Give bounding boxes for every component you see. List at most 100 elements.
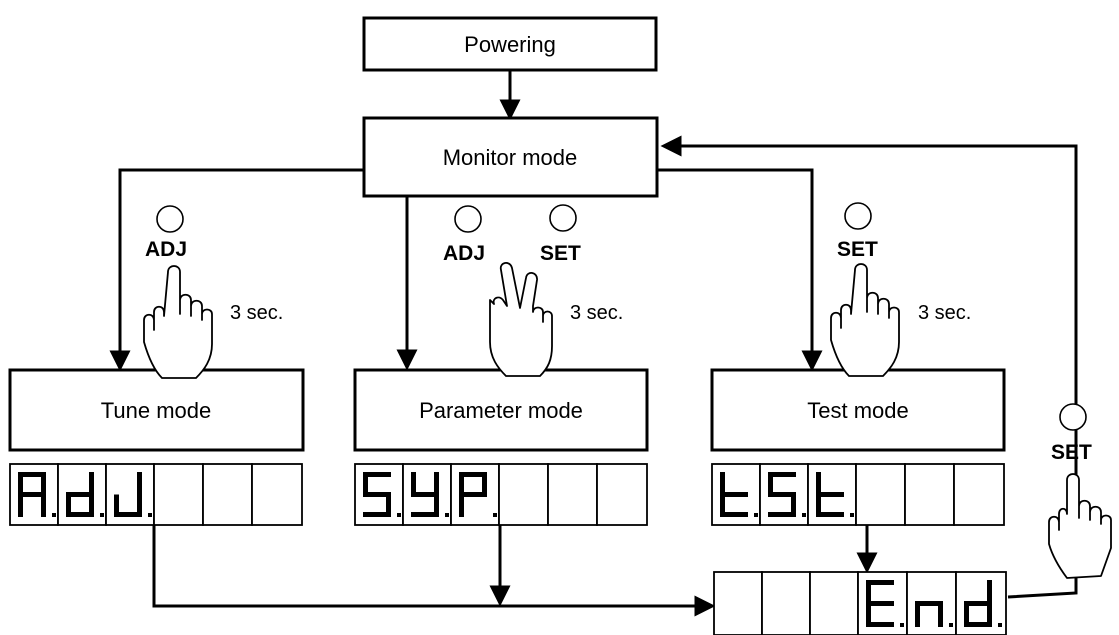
decimal-point [900,623,904,627]
test-hold-label: 3 sec. [918,302,971,324]
end-set-label: SET [1051,441,1092,464]
segment-e [114,494,119,517]
segment-digit [768,472,806,517]
segment-b [434,472,439,495]
segment-b [137,472,142,495]
segment-c [987,603,992,627]
segment-c [791,494,796,517]
decimal-point [397,513,401,517]
segment-f [363,472,368,495]
segment-g [720,492,748,497]
segment-g [816,492,844,497]
segment-e [720,494,725,517]
segment-g [768,492,796,497]
tune-press-hand-icon [143,265,213,379]
segment-d [363,512,391,517]
node-parameter-label: Parameter mode [419,398,583,423]
parameter-press-hand-icon [489,262,553,377]
edge-tune-end [152,525,716,617]
node-monitor-label: Monitor mode [443,145,578,170]
segment-e [866,603,871,627]
decimal-point [802,513,806,517]
segment-digit [411,472,449,517]
segment-f [866,580,871,604]
segment-a [866,580,894,585]
segment-digit [18,472,56,517]
segment-digit [66,472,104,517]
segment-g [964,601,992,606]
segment-f [816,472,821,495]
segment-d [720,512,748,517]
tune-adj-label: ADJ [145,238,187,261]
display-test [711,463,1005,526]
decimal-point [148,513,152,517]
node-test: Test mode [710,368,1006,452]
node-tune: Tune mode [8,368,305,452]
decimal-point [445,513,449,517]
segment-a [768,472,796,477]
segment-digit [720,472,758,517]
segment-e [459,494,464,517]
segment-g [18,492,46,497]
segment-e [915,603,920,627]
parameter-adj-button: ADJ [443,205,485,265]
node-tune-label: Tune mode [101,398,211,423]
segment-c [41,494,46,517]
segment-a [363,472,391,477]
segment-d [816,512,844,517]
segment-f [411,472,416,495]
decimal-point [100,513,104,517]
segment-a [459,472,487,477]
node-powering: Powering [362,16,658,72]
segment-f [459,472,464,495]
segment-b [89,472,94,495]
segment-digit [114,472,152,517]
test-set-label: SET [837,238,878,261]
decimal-point [52,513,56,517]
button-circle-icon [454,205,482,233]
parameter-set-button: SET [540,204,581,265]
segment-b [41,472,46,495]
tune-adj-button: ADJ [145,205,187,261]
segment-d [964,622,992,627]
segment-e [18,494,23,517]
edge-monitor-test [657,168,823,372]
segment-e [66,494,71,517]
decimal-point [754,513,758,517]
segment-digit [816,472,854,517]
segment-g [66,492,94,497]
segment-d [866,622,894,627]
segment-c [434,494,439,517]
node-monitor: Monitor mode [362,116,659,198]
segment-digit [363,472,401,517]
edge-monitor-tune [109,168,364,372]
segment-d [66,512,94,517]
segment-b [987,580,992,604]
segment-f [18,472,23,495]
parameter-adj-label: ADJ [443,242,485,265]
segment-e [964,603,969,627]
node-parameter: Parameter mode [353,368,649,452]
segment-digit [964,580,1002,627]
segment-c [137,494,142,517]
segment-digit [459,472,497,517]
parameter-set-label: SET [540,242,581,265]
segment-g [363,492,391,497]
segment-b [482,472,487,495]
display-tune [9,463,303,526]
button-circle-icon [844,202,872,230]
segment-g [459,492,487,497]
button-circle-icon [549,204,577,232]
node-test-label: Test mode [807,398,909,423]
segment-digit [915,601,953,627]
segment-c [89,494,94,517]
segment-d [411,512,439,517]
display-end [713,571,1007,635]
test-set-button: SET [837,202,878,261]
end-press-hand-icon [1048,473,1112,579]
decimal-point [998,623,1002,627]
segment-digit [866,580,904,627]
decimal-point [850,513,854,517]
segment-d [114,512,142,517]
